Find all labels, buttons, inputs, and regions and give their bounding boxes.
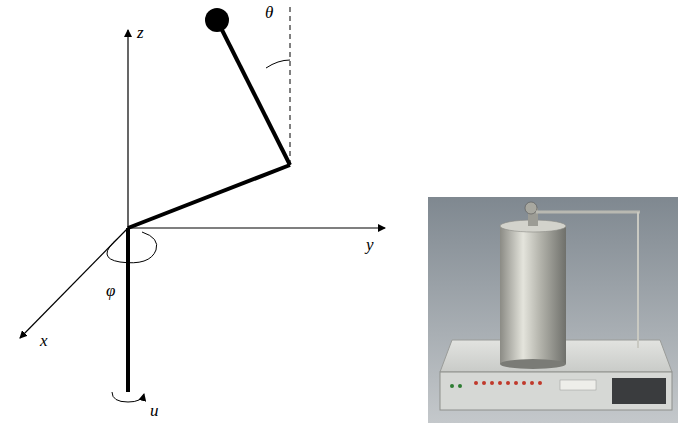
z-axis	[127, 30, 128, 228]
theta-arc	[266, 60, 290, 68]
axis-label: x	[40, 332, 48, 349]
axis-label: z	[137, 24, 144, 41]
axis-label: y	[366, 236, 374, 253]
motor-shaft	[126, 228, 130, 392]
rotation-arrow	[112, 392, 144, 402]
phi-arc	[107, 232, 157, 263]
rotary-arm	[128, 165, 290, 228]
vertical-reference	[290, 4, 291, 165]
input-label: u	[150, 402, 159, 419]
angle-label: φ	[106, 282, 115, 299]
apparatus-photo	[428, 197, 678, 423]
pendulum-bob	[205, 8, 229, 32]
pendulum-rod	[220, 26, 290, 165]
y-axis	[128, 227, 385, 228]
angle-label: θ	[265, 4, 273, 21]
